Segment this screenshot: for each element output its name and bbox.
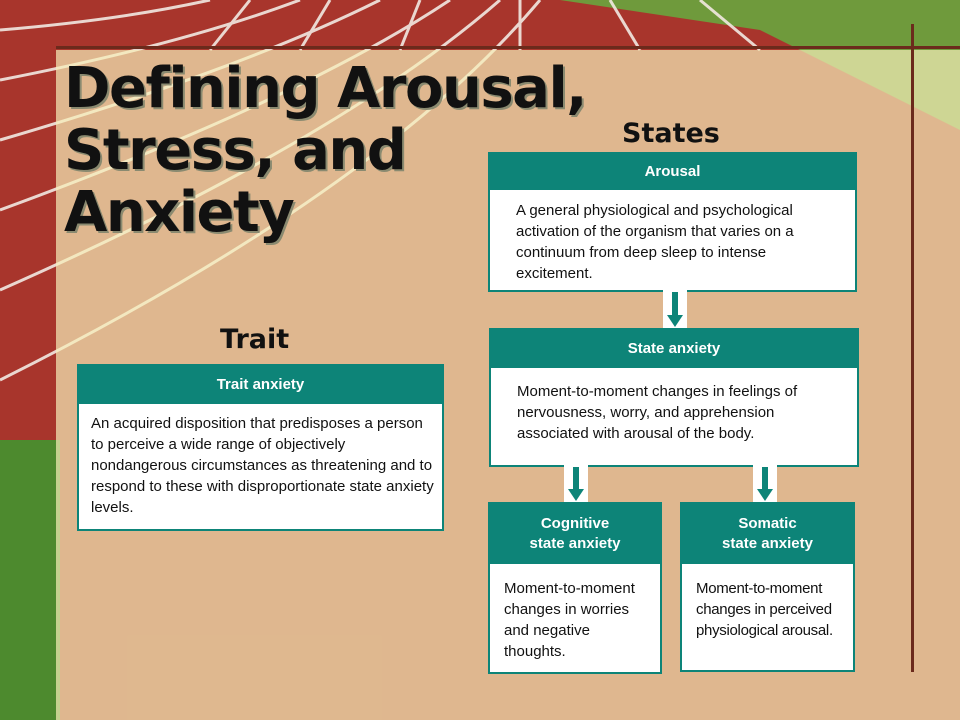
cognitive-text: Moment-to-moment changes in worries and … xyxy=(504,580,635,660)
slide-title: Defining Arousal, Stress, and Anxiety xyxy=(64,56,587,245)
state-to-cognitive-arrow xyxy=(564,465,588,503)
arousal-box: Arousal A general physiological and psyc… xyxy=(488,152,857,292)
states-label: States xyxy=(622,118,720,149)
somatic-title-line2: state anxiety xyxy=(722,535,813,552)
somatic-state-anxiety-box: Somatic state anxiety Moment-to-moment c… xyxy=(680,502,855,672)
trait-label: Trait xyxy=(220,324,290,355)
cognitive-title-line2: state anxiety xyxy=(529,535,621,552)
cognitive-title: Cognitive state anxiety xyxy=(490,504,660,564)
state-anxiety-box: State anxiety Moment-to-moment changes i… xyxy=(489,328,859,467)
arousal-to-state-anxiety-arrow xyxy=(663,290,687,329)
state-to-somatic-arrow xyxy=(753,465,777,503)
side-divider xyxy=(911,24,914,672)
cognitive-state-anxiety-box: Cognitive state anxiety Moment-to-moment… xyxy=(488,502,662,674)
somatic-title-line1: Somatic xyxy=(738,515,797,532)
arousal-text: A general physiological and psychologica… xyxy=(516,202,794,282)
state-anxiety-text: Moment-to-moment changes in feelings of … xyxy=(517,383,798,442)
trait-anxiety-box: Trait anxiety An acquired disposition th… xyxy=(77,364,444,531)
somatic-text: Moment-to-moment changes in perceived ph… xyxy=(696,580,833,639)
trait-anxiety-text: An acquired disposition that predisposes… xyxy=(91,415,434,516)
state-anxiety-title: State anxiety xyxy=(491,330,857,368)
somatic-title: Somatic state anxiety xyxy=(682,504,853,564)
top-divider xyxy=(56,46,960,49)
trait-anxiety-title: Trait anxiety xyxy=(79,366,442,404)
arousal-title: Arousal xyxy=(490,154,855,190)
cognitive-title-line1: Cognitive xyxy=(540,515,610,532)
